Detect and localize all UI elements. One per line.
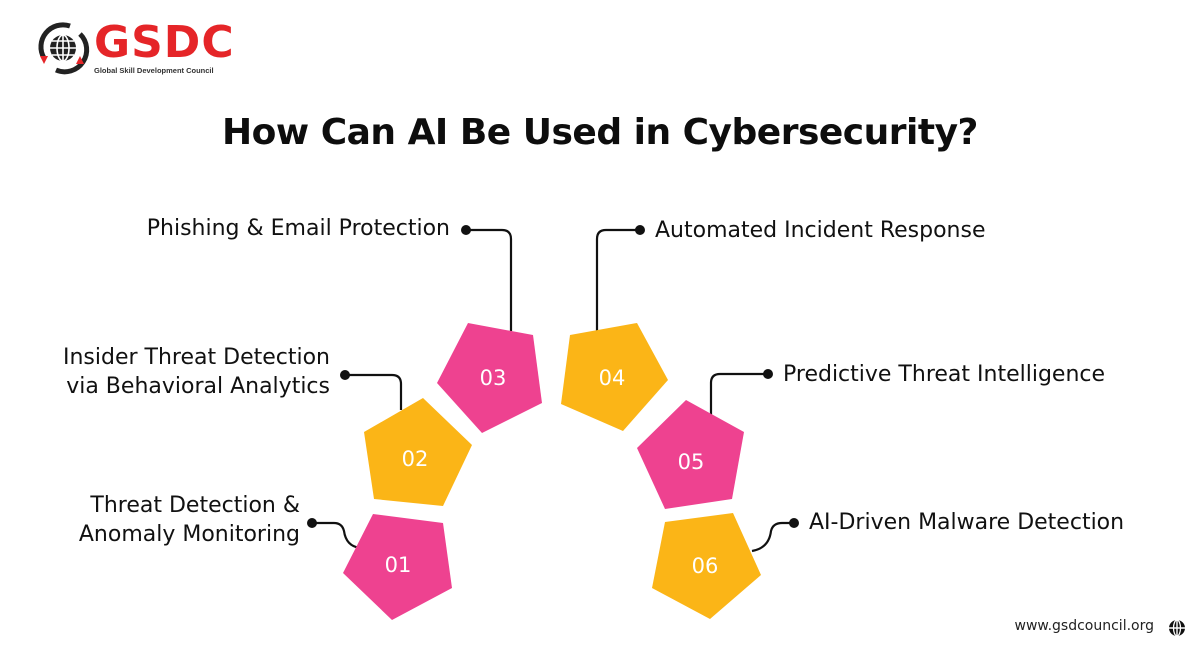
pentagon-05: [637, 400, 744, 509]
connector-dot-02: [340, 370, 350, 380]
connector-02: [345, 373, 403, 410]
step-label-02: Insider Threat Detection via Behavioral …: [63, 343, 330, 401]
connector-dot-06: [789, 518, 799, 528]
connector-03: [466, 228, 513, 331]
step-label-06-line-1: AI-Driven Malware Detection: [809, 510, 1125, 535]
step-label-01: Threat Detection & Anomaly Monitoring: [79, 491, 300, 549]
connector-04: [595, 228, 640, 331]
step-number-02: 02: [402, 447, 429, 471]
connector-01: [312, 521, 361, 550]
pentagon-03: [437, 323, 542, 433]
website-link[interactable]: www.gsdcouncil.org: [1014, 618, 1154, 634]
pentagon-04: [561, 323, 668, 431]
brand-name: GSDC: [94, 17, 235, 68]
step-label-04-line-1: Automated Incident Response: [655, 218, 986, 243]
connector-dot-03: [461, 225, 471, 235]
connector-dot-01: [307, 518, 317, 528]
pentagon-06: [652, 513, 761, 619]
step-label-03-line-1: Phishing & Email Protection: [146, 216, 450, 241]
step-label-04: Automated Incident Response: [655, 216, 985, 245]
globe-icon: [1169, 619, 1185, 637]
step-label-01-line-2: Anomaly Monitoring: [78, 522, 300, 547]
step-label-03: Phishing & Email Protection: [147, 214, 450, 243]
step-number-01: 01: [385, 553, 412, 577]
brand-tagline: Global Skill Development Council: [94, 66, 214, 75]
step-label-02-line-2: via Behavioral Analytics: [66, 374, 330, 399]
step-number-04: 04: [599, 366, 626, 390]
step-label-06: AI-Driven Malware Detection: [809, 508, 1124, 537]
step-number-05: 05: [678, 450, 705, 474]
pentagon-01: [343, 514, 452, 620]
pentagon-02: [364, 398, 472, 506]
connector-06: [751, 521, 794, 553]
connector-dot-04: [635, 225, 645, 235]
connector-dot-05: [763, 369, 773, 379]
gsdc-logo: GSDC Global Skill Development Council: [36, 18, 234, 80]
step-label-01-line-1: Threat Detection &: [90, 493, 300, 518]
step-label-05: Predictive Threat Intelligence: [783, 360, 1105, 389]
step-number-03: 03: [480, 366, 507, 390]
step-label-02-line-1: Insider Threat Detection: [63, 345, 330, 370]
step-label-05-line-1: Predictive Threat Intelligence: [783, 362, 1106, 387]
page-title: How Can AI Be Used in Cybersecurity?: [222, 112, 978, 153]
connector-05: [709, 372, 768, 415]
step-number-06: 06: [692, 554, 719, 578]
globe-logo-icon: [38, 22, 90, 75]
